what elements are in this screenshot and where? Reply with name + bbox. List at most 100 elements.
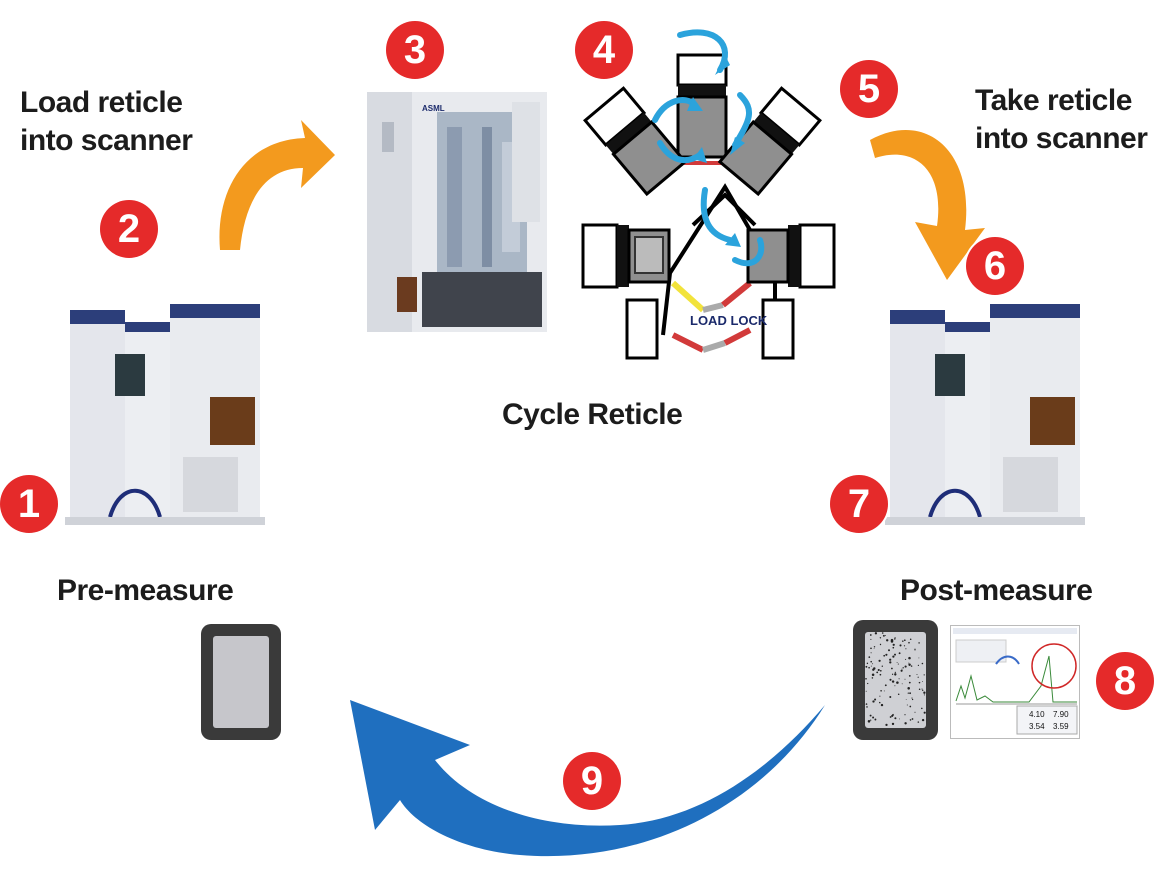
load-arrow [219,120,335,250]
particle-dot [922,689,924,691]
particle-dot [905,648,907,650]
particle-dot [918,642,920,644]
particle-dot [918,681,921,684]
particle-dot [889,678,892,681]
particle-dot [867,720,871,723]
particle-dot [889,658,892,661]
return-arrow [350,700,825,857]
particle-dot [902,640,904,642]
particle-dot [870,647,872,650]
particle-dots [865,632,926,727]
particle-dot [891,714,894,717]
particle-dot [917,664,920,667]
particle-dot [894,685,896,687]
particle-dot [894,637,896,639]
particle-dot [874,718,877,721]
particle-dot [908,656,911,660]
particle-dot [902,667,904,669]
particle-dot [879,637,882,639]
step-4-badge: 4 [575,21,633,79]
particle-dot [903,645,906,647]
report-value-1a: 4.10 [1029,710,1045,719]
particle-dot [899,718,901,720]
cycle-reticle-label: Cycle Reticle [502,398,683,431]
particle-dot [894,671,896,673]
particle-dot [878,659,881,662]
particle-dot [870,665,872,667]
particle-dot [890,638,894,642]
particle-dot [879,669,882,672]
particle-dot [921,718,925,722]
particle-dot [889,716,892,718]
particle-dot [885,653,888,656]
particle-dot [883,654,886,657]
particle-dot [896,681,899,684]
particle-dot [880,703,884,707]
particle-dot [907,692,909,694]
particle-dot [885,723,888,727]
particle-dot [865,665,868,668]
particle-dot [894,638,896,640]
particle-dot [897,663,899,665]
particle-dot [869,714,872,717]
particle-dot [911,698,914,701]
particle-dot [880,690,882,692]
particle-dot [907,687,910,690]
particle-dot [897,693,900,696]
particle-dot [870,719,872,721]
particle-dot [896,662,898,664]
post-measure-label: Post-measure [900,574,1093,607]
particle-dot [916,674,918,675]
particle-dot [898,678,900,680]
particle-dot [909,692,911,695]
particle-dot [914,649,916,651]
take-arrow [870,130,985,280]
particle-dot [892,646,895,649]
measurement-report: 4.10 7.90 3.54 3.59 [950,625,1080,739]
particle-dot [908,681,911,684]
particle-dot [879,701,881,704]
particle-dot [906,704,908,706]
particle-dot [868,656,871,658]
particle-dot [905,658,907,660]
particle-dot [873,648,875,649]
particle-dot [868,666,870,669]
step-8-badge: 8 [1096,652,1154,710]
particle-dot [892,643,895,646]
report-value-2b: 3.59 [1053,722,1069,731]
step-9-badge: 9 [563,752,621,810]
particle-dot [870,638,872,640]
contaminated-reticle [853,620,938,740]
particle-dot [914,711,916,713]
particle-dot [904,678,906,680]
asml-logo: ASML [422,104,445,113]
report-value-2a: 3.54 [1029,722,1045,731]
step-1-badge: 1 [0,475,58,533]
particle-dot [883,690,885,692]
particle-dot [879,695,881,697]
particle-dot [909,705,912,708]
particle-dot [914,648,916,650]
particle-dot [888,649,890,652]
particle-dot [881,665,883,667]
particle-dot [904,722,907,725]
particle-dot [917,721,920,723]
step-3-badge: 3 [386,21,444,79]
particle-dot [923,674,925,676]
report-value-1b: 7.90 [1053,710,1069,719]
particle-dot [904,714,906,716]
particle-dot [870,652,872,654]
particle-dot [922,680,924,682]
particle-dot [921,707,923,710]
particle-dot [874,698,877,701]
particle-dot [872,700,875,703]
particle-dot [898,652,901,655]
particle-dot [879,673,882,676]
take-reticle-label: Take reticle into scanner [975,84,1148,155]
particle-dot [866,706,868,708]
particle-dot [867,682,869,685]
particle-dot [891,673,894,675]
particle-dot [891,722,895,726]
particle-dot [879,643,882,646]
particle-dot [899,644,902,647]
